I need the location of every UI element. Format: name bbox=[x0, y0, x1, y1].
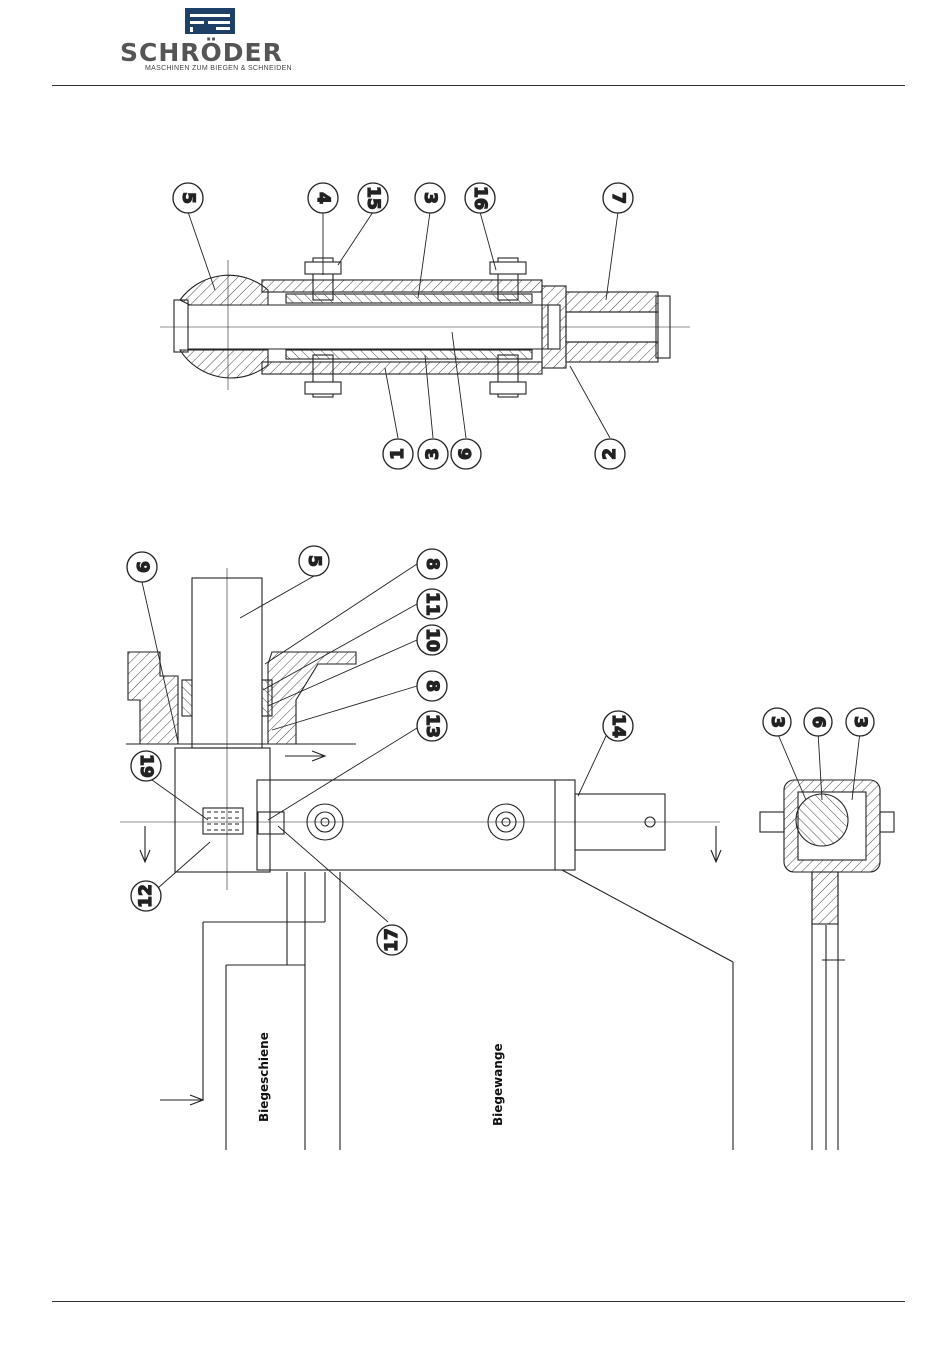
callout-6-top: 6 bbox=[451, 439, 481, 469]
svg-text:1: 1 bbox=[388, 448, 408, 460]
callout-3-section-right: 3 bbox=[846, 708, 874, 736]
callout-14: 14 bbox=[603, 711, 633, 741]
callout-2: 2 bbox=[595, 439, 625, 469]
callout-5-side: 5 bbox=[299, 546, 329, 576]
callout-3-bottom: 3 bbox=[418, 439, 448, 469]
callout-3-top: 3 bbox=[415, 183, 445, 213]
svg-text:15: 15 bbox=[363, 186, 383, 210]
svg-text:16: 16 bbox=[470, 186, 490, 210]
svg-text:19: 19 bbox=[136, 754, 156, 778]
label-biegewange: Biegewange bbox=[491, 1043, 505, 1126]
callout-4: 4 bbox=[308, 183, 338, 213]
svg-text:6: 6 bbox=[808, 716, 828, 728]
svg-text:7: 7 bbox=[608, 192, 628, 204]
svg-text:9: 9 bbox=[132, 561, 152, 573]
side-assembly-view bbox=[120, 568, 733, 1150]
callout-11: 11 bbox=[417, 589, 447, 619]
svg-text:6: 6 bbox=[456, 448, 476, 460]
svg-text:13: 13 bbox=[422, 714, 442, 738]
svg-text:14: 14 bbox=[608, 714, 628, 738]
callout-3-section-left: 3 bbox=[763, 708, 791, 736]
svg-text:3: 3 bbox=[850, 716, 870, 728]
svg-text:11: 11 bbox=[422, 592, 442, 616]
svg-text:10: 10 bbox=[422, 628, 442, 652]
callout-10: 10 bbox=[417, 625, 447, 655]
callout-5-top: 5 bbox=[173, 183, 203, 213]
svg-text:8: 8 bbox=[422, 558, 442, 570]
callout-19: 19 bbox=[131, 751, 161, 781]
svg-text:17: 17 bbox=[382, 928, 402, 952]
callout-6-section: 6 bbox=[804, 708, 832, 736]
callout-16: 16 bbox=[465, 183, 495, 213]
svg-text:4: 4 bbox=[313, 192, 333, 204]
svg-text:2: 2 bbox=[600, 448, 620, 460]
svg-text:3: 3 bbox=[420, 192, 440, 204]
svg-text:5: 5 bbox=[304, 555, 324, 567]
callout-9: 9 bbox=[127, 552, 157, 582]
svg-text:3: 3 bbox=[767, 716, 787, 728]
callout-1: 1 bbox=[383, 439, 413, 469]
callout-8-a: 8 bbox=[417, 549, 447, 579]
svg-text:8: 8 bbox=[422, 680, 442, 692]
callout-17: 17 bbox=[377, 925, 407, 955]
svg-text:12: 12 bbox=[136, 884, 156, 908]
callout-8-b: 8 bbox=[417, 671, 447, 701]
cross-section-view bbox=[760, 780, 894, 1150]
svg-text:3: 3 bbox=[423, 448, 443, 460]
callout-15: 15 bbox=[358, 183, 388, 213]
callout-12: 12 bbox=[131, 881, 161, 911]
callout-13: 13 bbox=[417, 711, 447, 741]
callout-7: 7 bbox=[603, 183, 633, 213]
svg-text:5: 5 bbox=[178, 192, 198, 204]
top-section-view bbox=[160, 258, 690, 397]
label-biegeschiene: Biegeschiene bbox=[257, 1032, 271, 1122]
leader-lines bbox=[142, 212, 860, 922]
